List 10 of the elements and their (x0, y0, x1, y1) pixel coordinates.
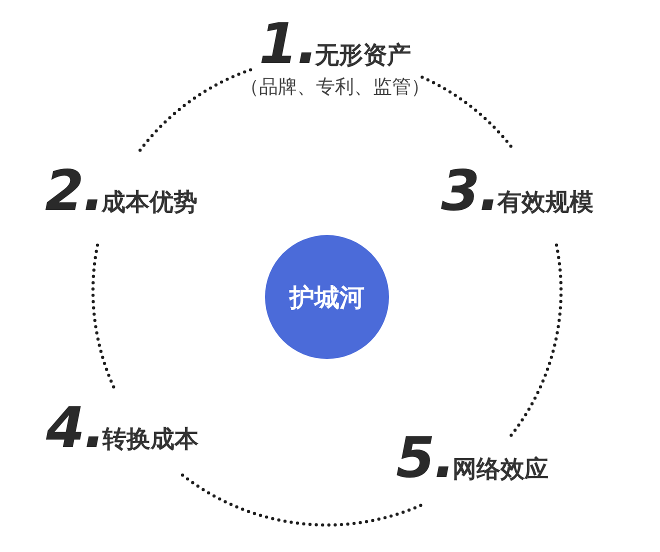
dotted-arc (92, 244, 116, 388)
item-number: 5. (396, 431, 454, 487)
dotted-arc (138, 68, 252, 152)
center-circle: 护城河 (265, 235, 389, 359)
item-label: 转换成本 (102, 425, 198, 453)
item-label: 网络效应 (452, 455, 548, 483)
item-label: 无形资产 (315, 41, 412, 69)
item-label: 成本优势 (101, 188, 198, 216)
item-label: 有效规模 (497, 188, 594, 216)
item-subtitle: （品牌、专利、监管） (240, 75, 430, 99)
